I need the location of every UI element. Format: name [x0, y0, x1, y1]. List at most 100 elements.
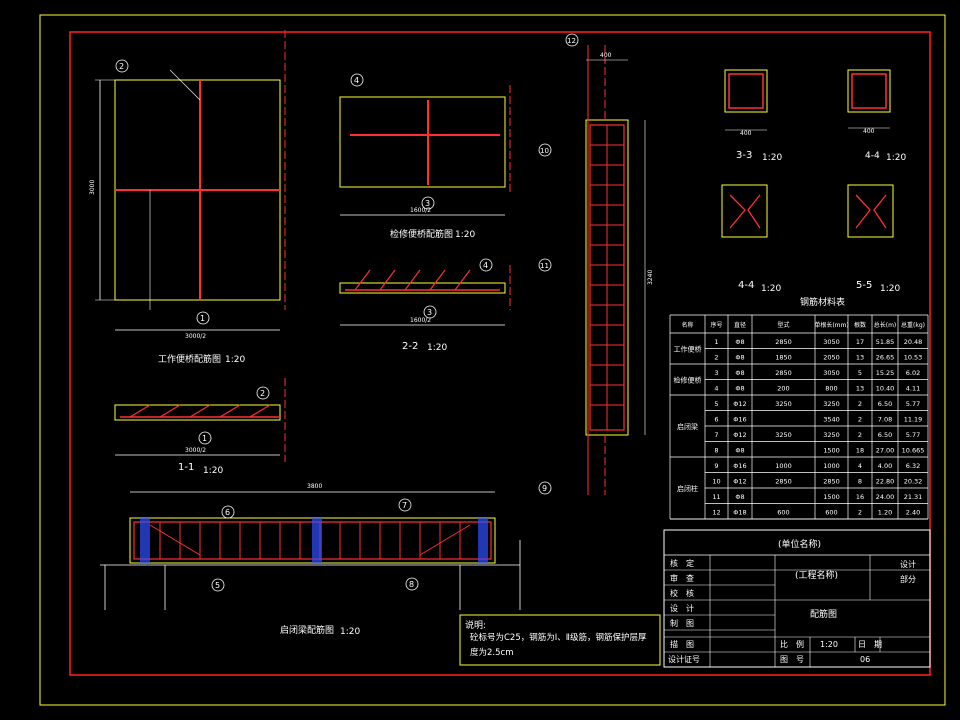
- table-cell: 3250: [823, 400, 840, 408]
- section-1-1-title: 1-1: [178, 462, 194, 473]
- notes-label: 说明:: [465, 619, 486, 631]
- scale-label: 比 例: [780, 639, 804, 649]
- inspection-title: 检修便桥配筋图: [390, 228, 453, 240]
- table-cell: Φ8: [735, 369, 744, 377]
- table-cell: 10: [712, 478, 720, 486]
- table-cell: 8: [714, 447, 718, 455]
- section-1-1: 3000/2 2 1 1-1 1:20: [114, 378, 286, 476]
- table-cell: 3050: [823, 338, 840, 346]
- table-cell: Φ16: [733, 416, 746, 424]
- table-cell: Φ8: [735, 447, 744, 455]
- table-cell: 11: [712, 493, 720, 501]
- table-header-cell: 单根长(mm): [814, 321, 848, 329]
- callout-9-circle: [538, 481, 552, 495]
- table-cell: 6.32: [906, 462, 920, 470]
- table-cell: Φ16: [733, 462, 746, 470]
- gate-beam-elevation: 3800 6 7 5 8 启闭梁配筋图 1:20: [100, 483, 521, 637]
- tb-row-2: 校 核: [670, 588, 694, 598]
- table-cell: Φ8: [735, 338, 744, 346]
- section-5-5-scale: 1:20: [880, 284, 900, 294]
- table-cell: 3250: [823, 431, 840, 439]
- outer-frame: [39, 14, 946, 706]
- table-cell: 2.40: [906, 509, 920, 517]
- table-header-cell: 序号: [710, 321, 722, 329]
- table-group-name: 启闭柱: [677, 484, 698, 493]
- drawing-no-label: 图 号: [780, 655, 804, 664]
- tb-row-1: 审 查: [670, 573, 694, 583]
- dim-3000-horizontal: 3000/2: [185, 333, 206, 340]
- table-cell: 24.00: [876, 493, 895, 501]
- table-cell: 1000: [775, 462, 792, 470]
- inspection-platform-plan: 1600/2 4 3 检修便桥配筋图 1:20: [339, 73, 511, 240]
- table-cell: 22.80: [876, 478, 895, 486]
- table-cell: 4: [714, 385, 718, 393]
- work-platform-title: 工作便桥配筋图: [158, 353, 221, 365]
- section-4-4-bottom: 4-4 1:20: [721, 184, 781, 294]
- callout-11-number: 11: [540, 262, 549, 270]
- callout-5-number: 5: [215, 581, 220, 590]
- table-cell: 51.85: [876, 338, 895, 346]
- table-cell: 6.50: [878, 431, 892, 439]
- dim-section-1-1: 3000/2: [185, 447, 206, 454]
- callout-8-circle: [405, 577, 419, 591]
- table-cell: Φ12: [733, 478, 746, 486]
- callout-9-number: 9: [542, 484, 547, 493]
- section-5-5-title: 5-5: [856, 280, 872, 291]
- table-header-cell: 名称: [681, 321, 693, 329]
- unit-name: (单位名称): [778, 538, 821, 550]
- drawing-no-value: 06: [860, 655, 870, 664]
- callout-6-circle: [221, 505, 235, 519]
- project-name: (工程名称): [795, 569, 838, 581]
- table-cell: 1: [714, 338, 718, 346]
- callout-1-number: 1: [200, 314, 205, 323]
- rebar-table-title: 钢筋材料表: [800, 296, 845, 308]
- dim-3000-vertical: 3000: [89, 180, 96, 195]
- table-cell: 5: [714, 400, 718, 408]
- section-2-2-title: 2-2: [402, 341, 418, 352]
- callout-5-circle: [211, 578, 225, 592]
- callout-2b-circle: [256, 386, 270, 400]
- table-cell: 2: [714, 354, 718, 362]
- section-4-4a-scale: 1:20: [886, 153, 906, 163]
- callout-8-number: 8: [409, 580, 414, 589]
- section-3-3-scale: 1:20: [762, 153, 782, 163]
- callout-1-circle: [196, 311, 210, 325]
- inspection-scale: 1:20: [455, 230, 475, 240]
- table-cell: 2850: [775, 369, 792, 377]
- table-cell: 5: [858, 369, 862, 377]
- section-3-3-title: 3-3: [736, 150, 752, 161]
- table-cell: Φ12: [733, 400, 746, 408]
- gate-beam-title: 启闭梁配筋图: [280, 624, 334, 636]
- table-cell: Φ18: [733, 509, 746, 517]
- dim-400-c: 400: [863, 128, 875, 135]
- table-cell: 800: [825, 385, 837, 393]
- table-cell: 2: [858, 400, 862, 408]
- callout-2-circle: [115, 59, 129, 73]
- table-cell: 11.19: [904, 416, 923, 424]
- table-cell: 7: [714, 431, 718, 439]
- section-2-2: 1600/2 4 3 2-2 1:20: [339, 258, 511, 353]
- table-cell: 1000: [823, 462, 840, 470]
- callout-4-number: 4: [354, 76, 359, 85]
- table-cell: 15.25: [876, 369, 895, 377]
- table-cell: 4.00: [878, 462, 892, 470]
- notes-box: 说明: 砼标号为C25，钢筋为Ⅰ、Ⅱ级筋，钢筋保护层厚 度为2.5cm: [459, 614, 661, 666]
- table-cell: Φ8: [735, 354, 744, 362]
- table-cell: 9: [714, 462, 718, 470]
- callout-3-number: 3: [425, 199, 430, 208]
- table-cell: 2850: [823, 478, 840, 486]
- table-cell: 12: [712, 509, 720, 517]
- table-cell: 16: [856, 493, 864, 501]
- table-cell: 6.02: [906, 369, 920, 377]
- table-cell: 1.20: [878, 509, 892, 517]
- section-4-4b-title: 4-4: [738, 280, 754, 291]
- dim-1600-a: 1600/2: [410, 207, 431, 214]
- table-cell: 10.40: [876, 385, 895, 393]
- callout-3b-number: 3: [427, 308, 432, 317]
- table-cell: 10.665: [902, 447, 925, 455]
- table-cell: 600: [825, 509, 837, 517]
- table-header-cell: 总长(m): [874, 321, 897, 329]
- gate-column-elevation: 400 3240 12 10 11 9: [538, 33, 654, 495]
